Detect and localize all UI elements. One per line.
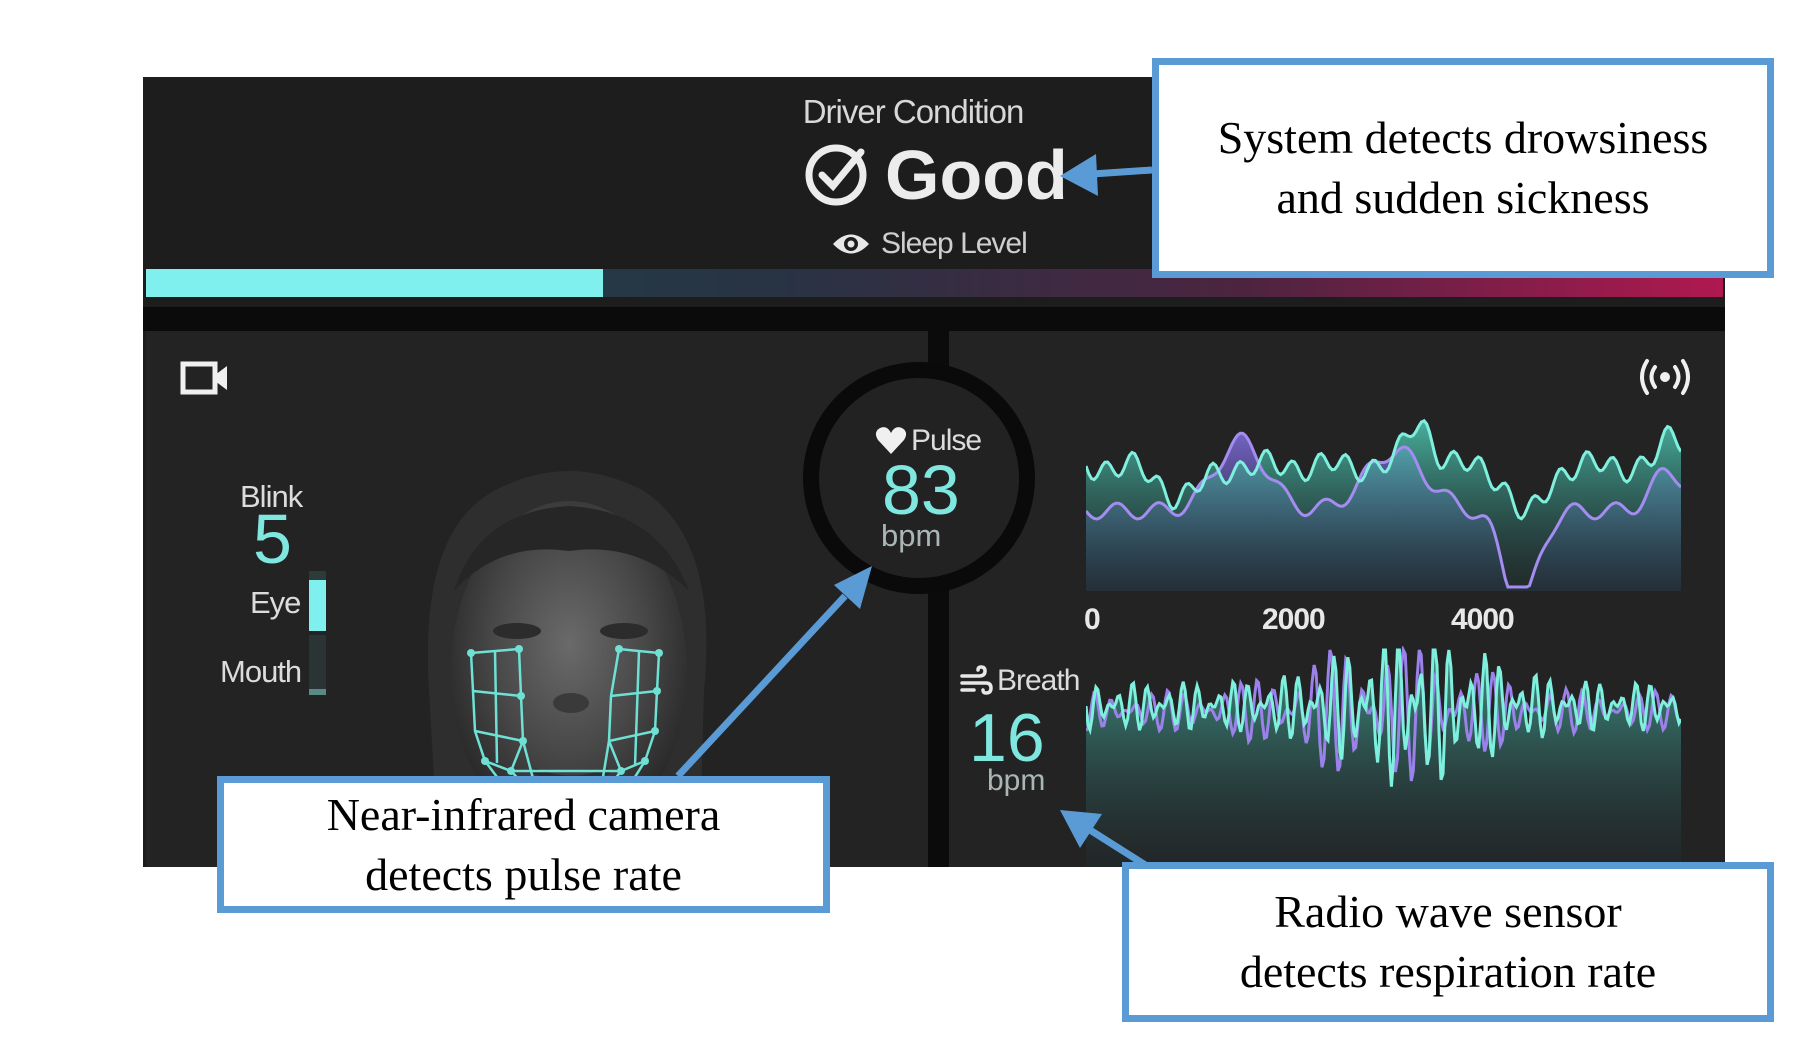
eye-icon bbox=[833, 234, 869, 254]
check-circle-icon bbox=[805, 144, 867, 206]
eye-label: Eye bbox=[250, 585, 301, 620]
breath-line-teal bbox=[1086, 648, 1681, 787]
mouth-level-bar bbox=[309, 635, 326, 695]
pulse-wave-teal bbox=[1086, 420, 1681, 591]
breath-label: Breath bbox=[997, 664, 1080, 697]
breath-value: 16 bbox=[969, 700, 1045, 776]
pulse-header: Pulse bbox=[875, 424, 982, 458]
radio-sensor-panel: 0 2000 4000 Breath 16 bpm bbox=[949, 331, 1725, 867]
video-camera-icon bbox=[180, 361, 227, 395]
callout-radio-line-1: Radio wave sensor bbox=[1274, 886, 1622, 937]
pulse-line-purple bbox=[1086, 431, 1681, 589]
breath-waveform bbox=[1086, 646, 1681, 867]
sleep-level: Sleep Level bbox=[831, 227, 1028, 261]
face-image bbox=[427, 471, 707, 867]
driver-condition-status: Good bbox=[803, 135, 1068, 215]
callout-drowsiness-line-1: System detects drowsiness bbox=[1217, 112, 1709, 163]
separator bbox=[143, 307, 1725, 331]
callout-drowsiness: System detects drowsiness and sudden sic… bbox=[1152, 58, 1774, 278]
heart-icon bbox=[875, 427, 907, 454]
mouth-level-fill bbox=[309, 689, 326, 695]
breath-header: Breath bbox=[959, 664, 1080, 698]
pulse-value: 83 bbox=[882, 451, 960, 529]
callout-radio-line-2: detects respiration rate bbox=[1239, 946, 1657, 997]
x-tick-0: 0 bbox=[1084, 603, 1101, 636]
sleep-level-fill bbox=[146, 269, 604, 297]
mouth-label: Mouth bbox=[220, 654, 302, 689]
pulse-label: Pulse bbox=[911, 424, 982, 457]
x-tick-4000: 4000 bbox=[1451, 603, 1515, 636]
eye-level-fill bbox=[309, 580, 326, 631]
eye-level-bar bbox=[309, 571, 326, 631]
callout-camera: Near-infrared camera detects pulse rate bbox=[217, 776, 830, 913]
blink-value: 5 bbox=[253, 500, 292, 578]
callout-camera-line-2: detects pulse rate bbox=[365, 848, 682, 900]
x-tick-2000: 2000 bbox=[1262, 603, 1326, 636]
breath-unit: bpm bbox=[987, 764, 1046, 797]
pulse-line-teal bbox=[1086, 418, 1681, 521]
breath-wave-area bbox=[1086, 650, 1681, 867]
callout-camera-line-1: Near-infrared camera bbox=[326, 788, 721, 840]
pulse-waveform bbox=[1086, 418, 1681, 591]
driver-condition-title: Driver Condition bbox=[802, 93, 1025, 130]
pulse-ring: Pulse 83 bpm bbox=[803, 362, 1035, 594]
condition-status-text: Good bbox=[885, 136, 1068, 214]
callout-radio: Radio wave sensor detects respiration ra… bbox=[1122, 862, 1774, 1022]
callout-drowsiness-line-2: and sudden sickness bbox=[1276, 172, 1650, 223]
radio-signal-icon bbox=[1640, 359, 1690, 395]
sleep-level-label: Sleep Level bbox=[881, 227, 1028, 260]
blink-label: Blink bbox=[240, 479, 303, 514]
wind-icon bbox=[960, 665, 993, 695]
pulse-unit: bpm bbox=[881, 518, 942, 553]
